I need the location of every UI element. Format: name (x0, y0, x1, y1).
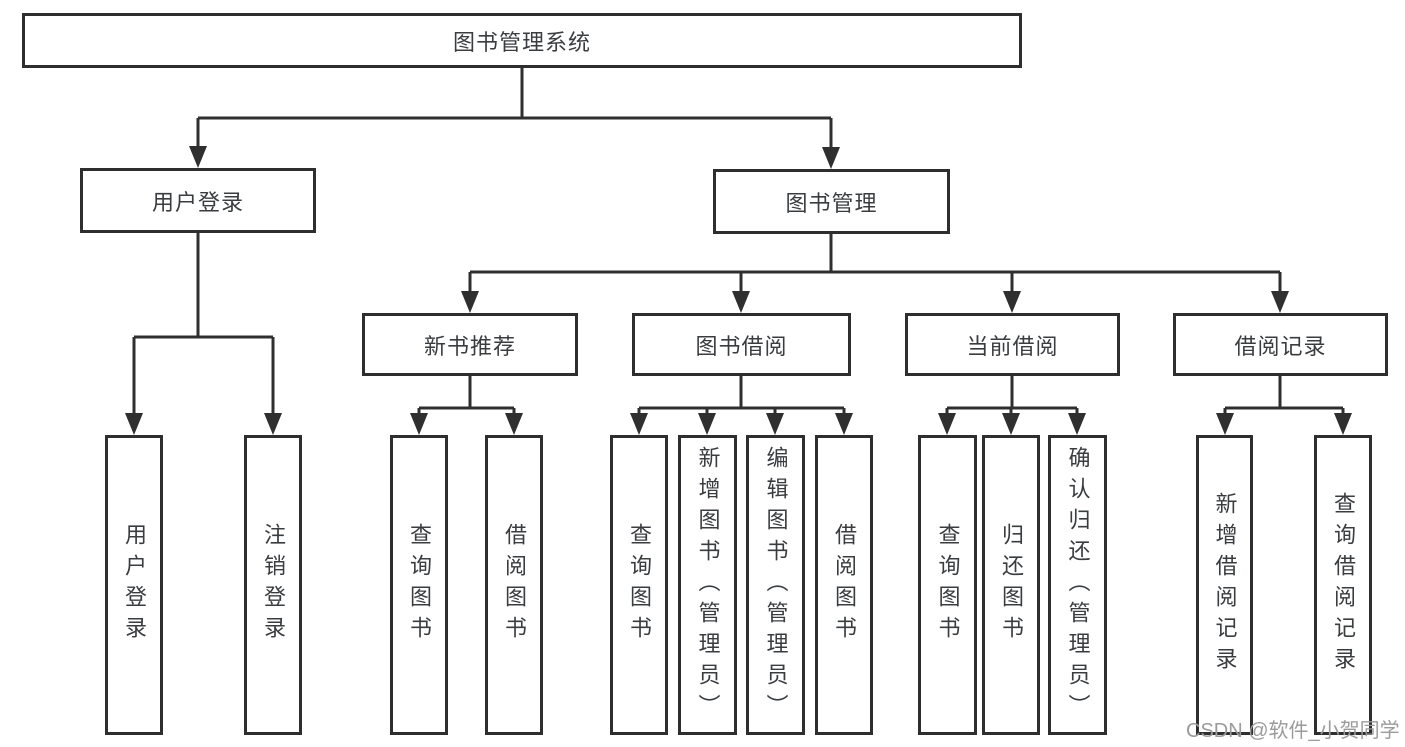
leaf-current-query-books: 查询图书 (918, 435, 977, 735)
leaf-records-query-record: 查询借阅记录 (1314, 435, 1372, 735)
leaf-logout: 注销登录 (244, 435, 302, 735)
connector-bookmgmt-to-level3 (468, 234, 1282, 295)
leaf-borrow-edit-books-admin: 编辑图书（管理员） (746, 435, 805, 735)
arrowhead (630, 413, 648, 435)
node-root-label: 图书管理系统 (452, 29, 591, 55)
arrowhead (732, 291, 750, 313)
arrowhead (1334, 413, 1352, 435)
arrowhead (1003, 291, 1021, 313)
arrowhead (1068, 413, 1086, 435)
leaf-recommend-borrow-books-label: 借阅图书 (502, 523, 527, 647)
arrowhead (505, 413, 523, 435)
node-new-book-recommend: 新书推荐 (362, 313, 578, 376)
connector-records-to-leaves (1223, 376, 1345, 417)
connector-newbook-to-leaves (417, 376, 516, 417)
leaf-borrow-borrow-books: 借阅图书 (815, 435, 873, 735)
node-book-management-label: 图书管理 (785, 190, 878, 216)
arrowhead (125, 413, 143, 435)
node-current-borrow-label: 当前借阅 (966, 333, 1059, 359)
node-new-book-recommend-label: 新书推荐 (423, 333, 516, 359)
leaf-records-add-record: 新增借阅记录 (1196, 435, 1253, 735)
leaf-borrow-borrow-books-label: 借阅图书 (832, 523, 857, 647)
leaf-borrow-edit-books-admin-label: 编辑图书（管理员） (763, 445, 789, 725)
connector-root-to-level2 (196, 68, 833, 151)
leaf-records-add-record-label: 新增借阅记录 (1212, 492, 1238, 678)
leaf-recommend-query-books-label: 查询图书 (407, 523, 432, 647)
arrowhead (1002, 413, 1020, 435)
arrowhead (822, 147, 840, 169)
leaf-recommend-query-books: 查询图书 (390, 435, 448, 735)
leaf-borrow-add-books-admin: 新增图书（管理员） (678, 435, 737, 735)
leaf-borrow-query-books-label: 查询图书 (627, 523, 652, 647)
connector-bookborrow-to-leaves (637, 376, 846, 417)
leaf-current-return-books-label: 归还图书 (999, 523, 1024, 647)
arrowhead (938, 413, 956, 435)
connector-currentborrow-to-leaves (945, 376, 1079, 417)
leaf-logout-label: 注销登录 (261, 523, 286, 647)
node-current-borrow: 当前借阅 (905, 313, 1120, 376)
leaf-user-login: 用户登录 (105, 435, 163, 735)
node-root: 图书管理系统 (22, 13, 1022, 68)
arrowhead (1216, 413, 1234, 435)
connector-userlogin-to-leaves (132, 233, 275, 417)
arrowhead (766, 413, 784, 435)
leaf-borrow-query-books: 查询图书 (610, 435, 668, 735)
arrowhead (264, 413, 282, 435)
leaf-borrow-add-books-admin-label: 新增图书（管理员） (695, 445, 721, 725)
node-borrow-records: 借阅记录 (1173, 313, 1388, 376)
leaf-recommend-borrow-books: 借阅图书 (485, 435, 543, 735)
arrowhead (1271, 291, 1289, 313)
leaf-current-confirm-return-admin: 确认归还（管理员） (1048, 435, 1107, 735)
node-user-login-label: 用户登录 (151, 189, 244, 215)
arrowhead (189, 146, 207, 168)
arrowhead (410, 413, 428, 435)
node-book-borrow-label: 图书借阅 (695, 333, 788, 359)
arrowhead (698, 413, 716, 435)
leaf-records-query-record-label: 查询借阅记录 (1331, 492, 1356, 678)
node-book-management: 图书管理 (713, 169, 950, 234)
node-book-borrow: 图书借阅 (632, 313, 851, 376)
leaf-current-query-books-label: 查询图书 (935, 523, 961, 647)
arrowhead (835, 413, 853, 435)
leaf-current-confirm-return-admin-label: 确认归还（管理员） (1065, 445, 1091, 725)
node-user-login: 用户登录 (80, 168, 316, 233)
leaf-user-login-label: 用户登录 (122, 523, 147, 647)
arrowhead (461, 291, 479, 313)
node-borrow-records-label: 借阅记录 (1234, 333, 1327, 359)
leaf-current-return-books: 归还图书 (982, 435, 1040, 735)
watermark: CSDN @软件_小贺同学 (1186, 720, 1400, 742)
